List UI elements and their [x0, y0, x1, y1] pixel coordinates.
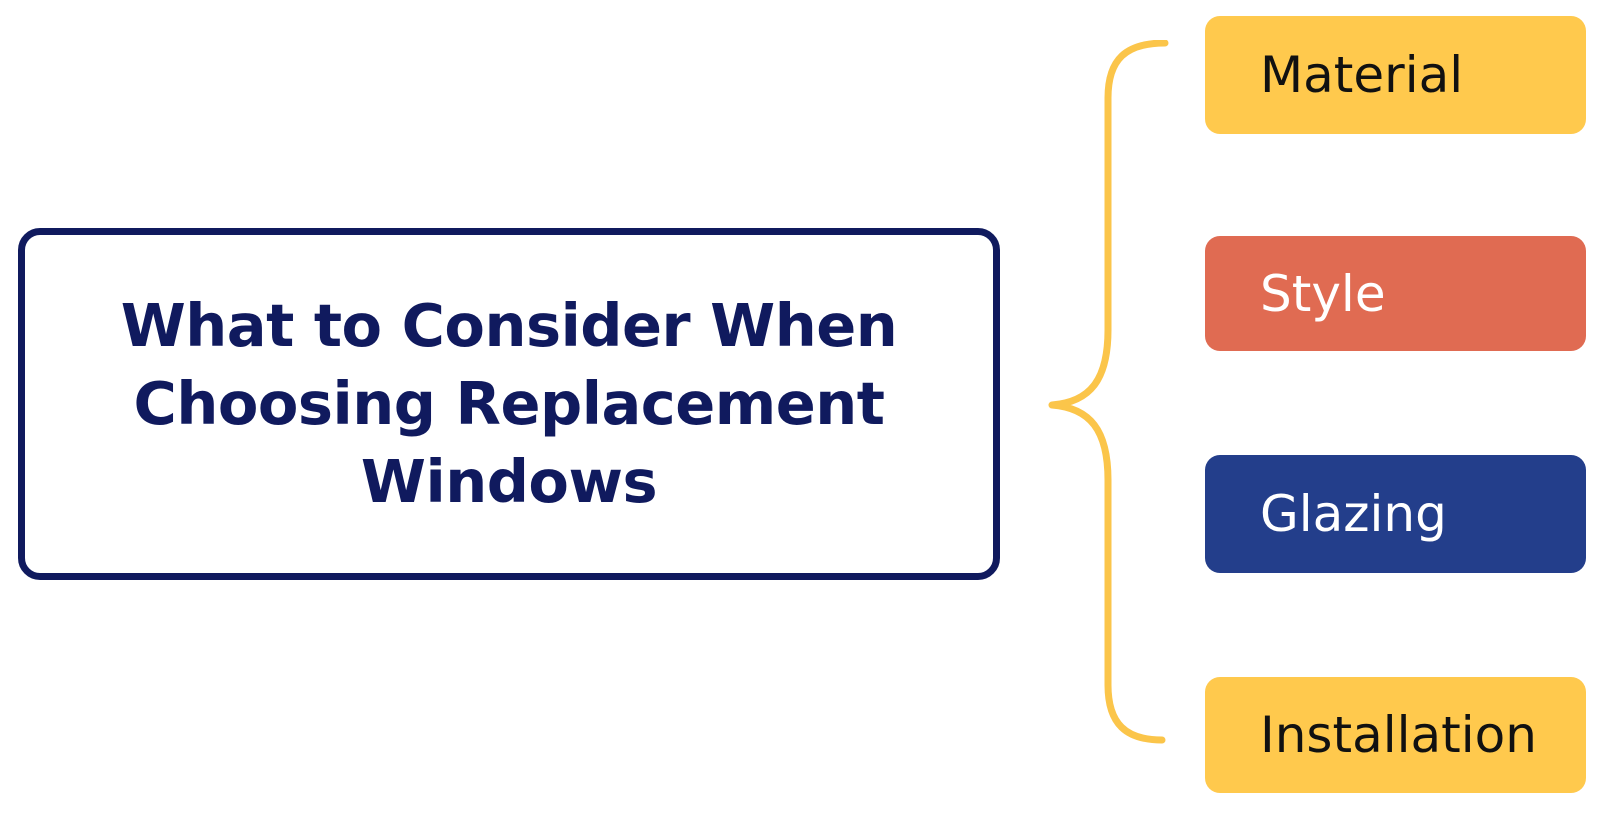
branch-label-style: Style: [1260, 264, 1386, 323]
branch-box-installation[interactable]: Installation: [1205, 677, 1586, 793]
curly-brace-connector-icon: [1048, 40, 1169, 744]
branch-box-glazing[interactable]: Glazing: [1205, 455, 1586, 573]
branch-box-style[interactable]: Style: [1205, 236, 1586, 351]
central-topic-title: What to Consider When Choosing Replaceme…: [120, 291, 898, 516]
branch-label-material: Material: [1260, 46, 1464, 104]
branch-label-glazing: Glazing: [1260, 485, 1447, 543]
branch-box-material[interactable]: Material: [1205, 16, 1586, 134]
central-topic-box[interactable]: What to Consider When Choosing Replaceme…: [18, 228, 1000, 580]
branch-label-installation: Installation: [1260, 706, 1537, 764]
